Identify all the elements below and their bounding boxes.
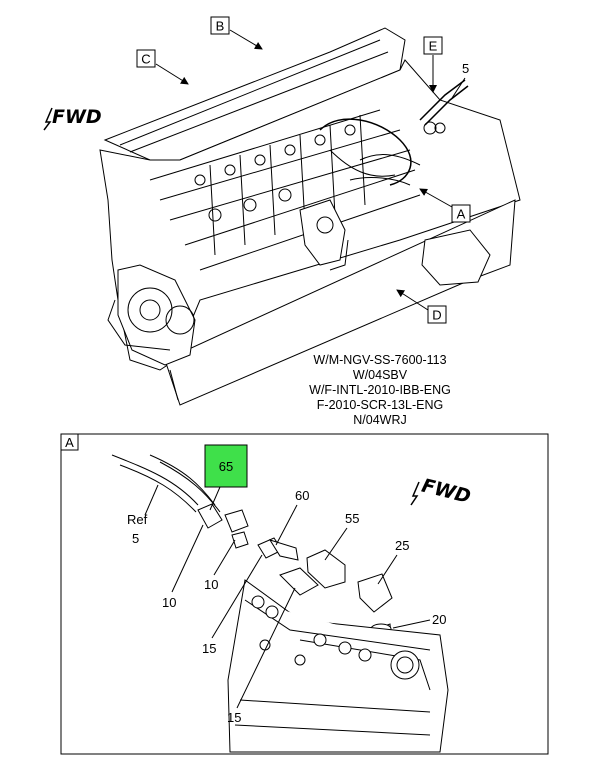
leader-55: [324, 527, 348, 561]
code-line-1: W/M-NGV-SS-7600-113: [313, 353, 446, 367]
code-line-4: F-2010-SCR-13L-ENG: [317, 398, 443, 412]
callout-b: B: [210, 16, 263, 50]
applicability-codes: W/M-NGV-SS-7600-113 W/04SBV W/F-INTL-201…: [309, 353, 451, 427]
part-10b-label: 10: [204, 577, 218, 592]
part-55-label: 55: [345, 511, 359, 526]
leader-ref-5: [144, 484, 159, 516]
callout-a-label: A: [457, 207, 466, 222]
code-line-2: W/04SBV: [353, 368, 408, 382]
leader-60: [275, 504, 298, 546]
part-65-label: 65: [219, 459, 233, 474]
ref-5-callout: Ref 5: [127, 484, 159, 546]
detail-view-a: A: [60, 433, 549, 755]
leader-65: [209, 486, 221, 511]
part-20-label: 20: [432, 612, 446, 627]
detail-module: [227, 579, 449, 753]
highlight-box[interactable]: [204, 444, 248, 488]
callout-part-5: 5: [451, 61, 469, 99]
engine-overview: [99, 27, 521, 406]
leader-20: [392, 619, 431, 629]
leader-10a: [171, 524, 204, 593]
ref-num: 5: [132, 531, 139, 546]
part-15b-label: 15: [227, 710, 241, 725]
highlight-part-65[interactable]: 65: [204, 444, 248, 511]
part-5-label: 5: [462, 61, 469, 76]
fwd-text: FWD: [52, 106, 102, 128]
part-25-label: 25: [395, 538, 409, 553]
callout-c: C: [136, 49, 189, 85]
callout-d-label: D: [432, 308, 441, 323]
fwd-indicator-overview: FWD: [43, 106, 102, 131]
leader-25: [377, 554, 398, 585]
callout-b-label: B: [216, 19, 225, 34]
detail-view-label: A: [65, 435, 74, 450]
ref-label: Ref: [127, 512, 148, 527]
code-line-5: N/04WRJ: [353, 413, 406, 427]
part-15a-label: 15: [202, 641, 216, 656]
part-60-label: 60: [295, 488, 309, 503]
leader-15b: [236, 587, 296, 709]
detail-harness: [111, 454, 221, 513]
callout-d: D: [396, 289, 447, 324]
callout-e-label: E: [429, 39, 438, 54]
detail-part-callouts: 60 55 25 20 10 10 15 15: [162, 488, 446, 725]
detail-view-tag: [60, 433, 79, 451]
callout-e: E: [423, 36, 443, 93]
leader-15a: [211, 554, 263, 639]
callout-c-label: C: [141, 52, 150, 67]
callout-a: A: [419, 188, 471, 223]
leader-10b: [213, 539, 236, 576]
part-10a-label: 10: [162, 595, 176, 610]
code-line-3: W/F-INTL-2010-IBB-ENG: [309, 383, 451, 397]
